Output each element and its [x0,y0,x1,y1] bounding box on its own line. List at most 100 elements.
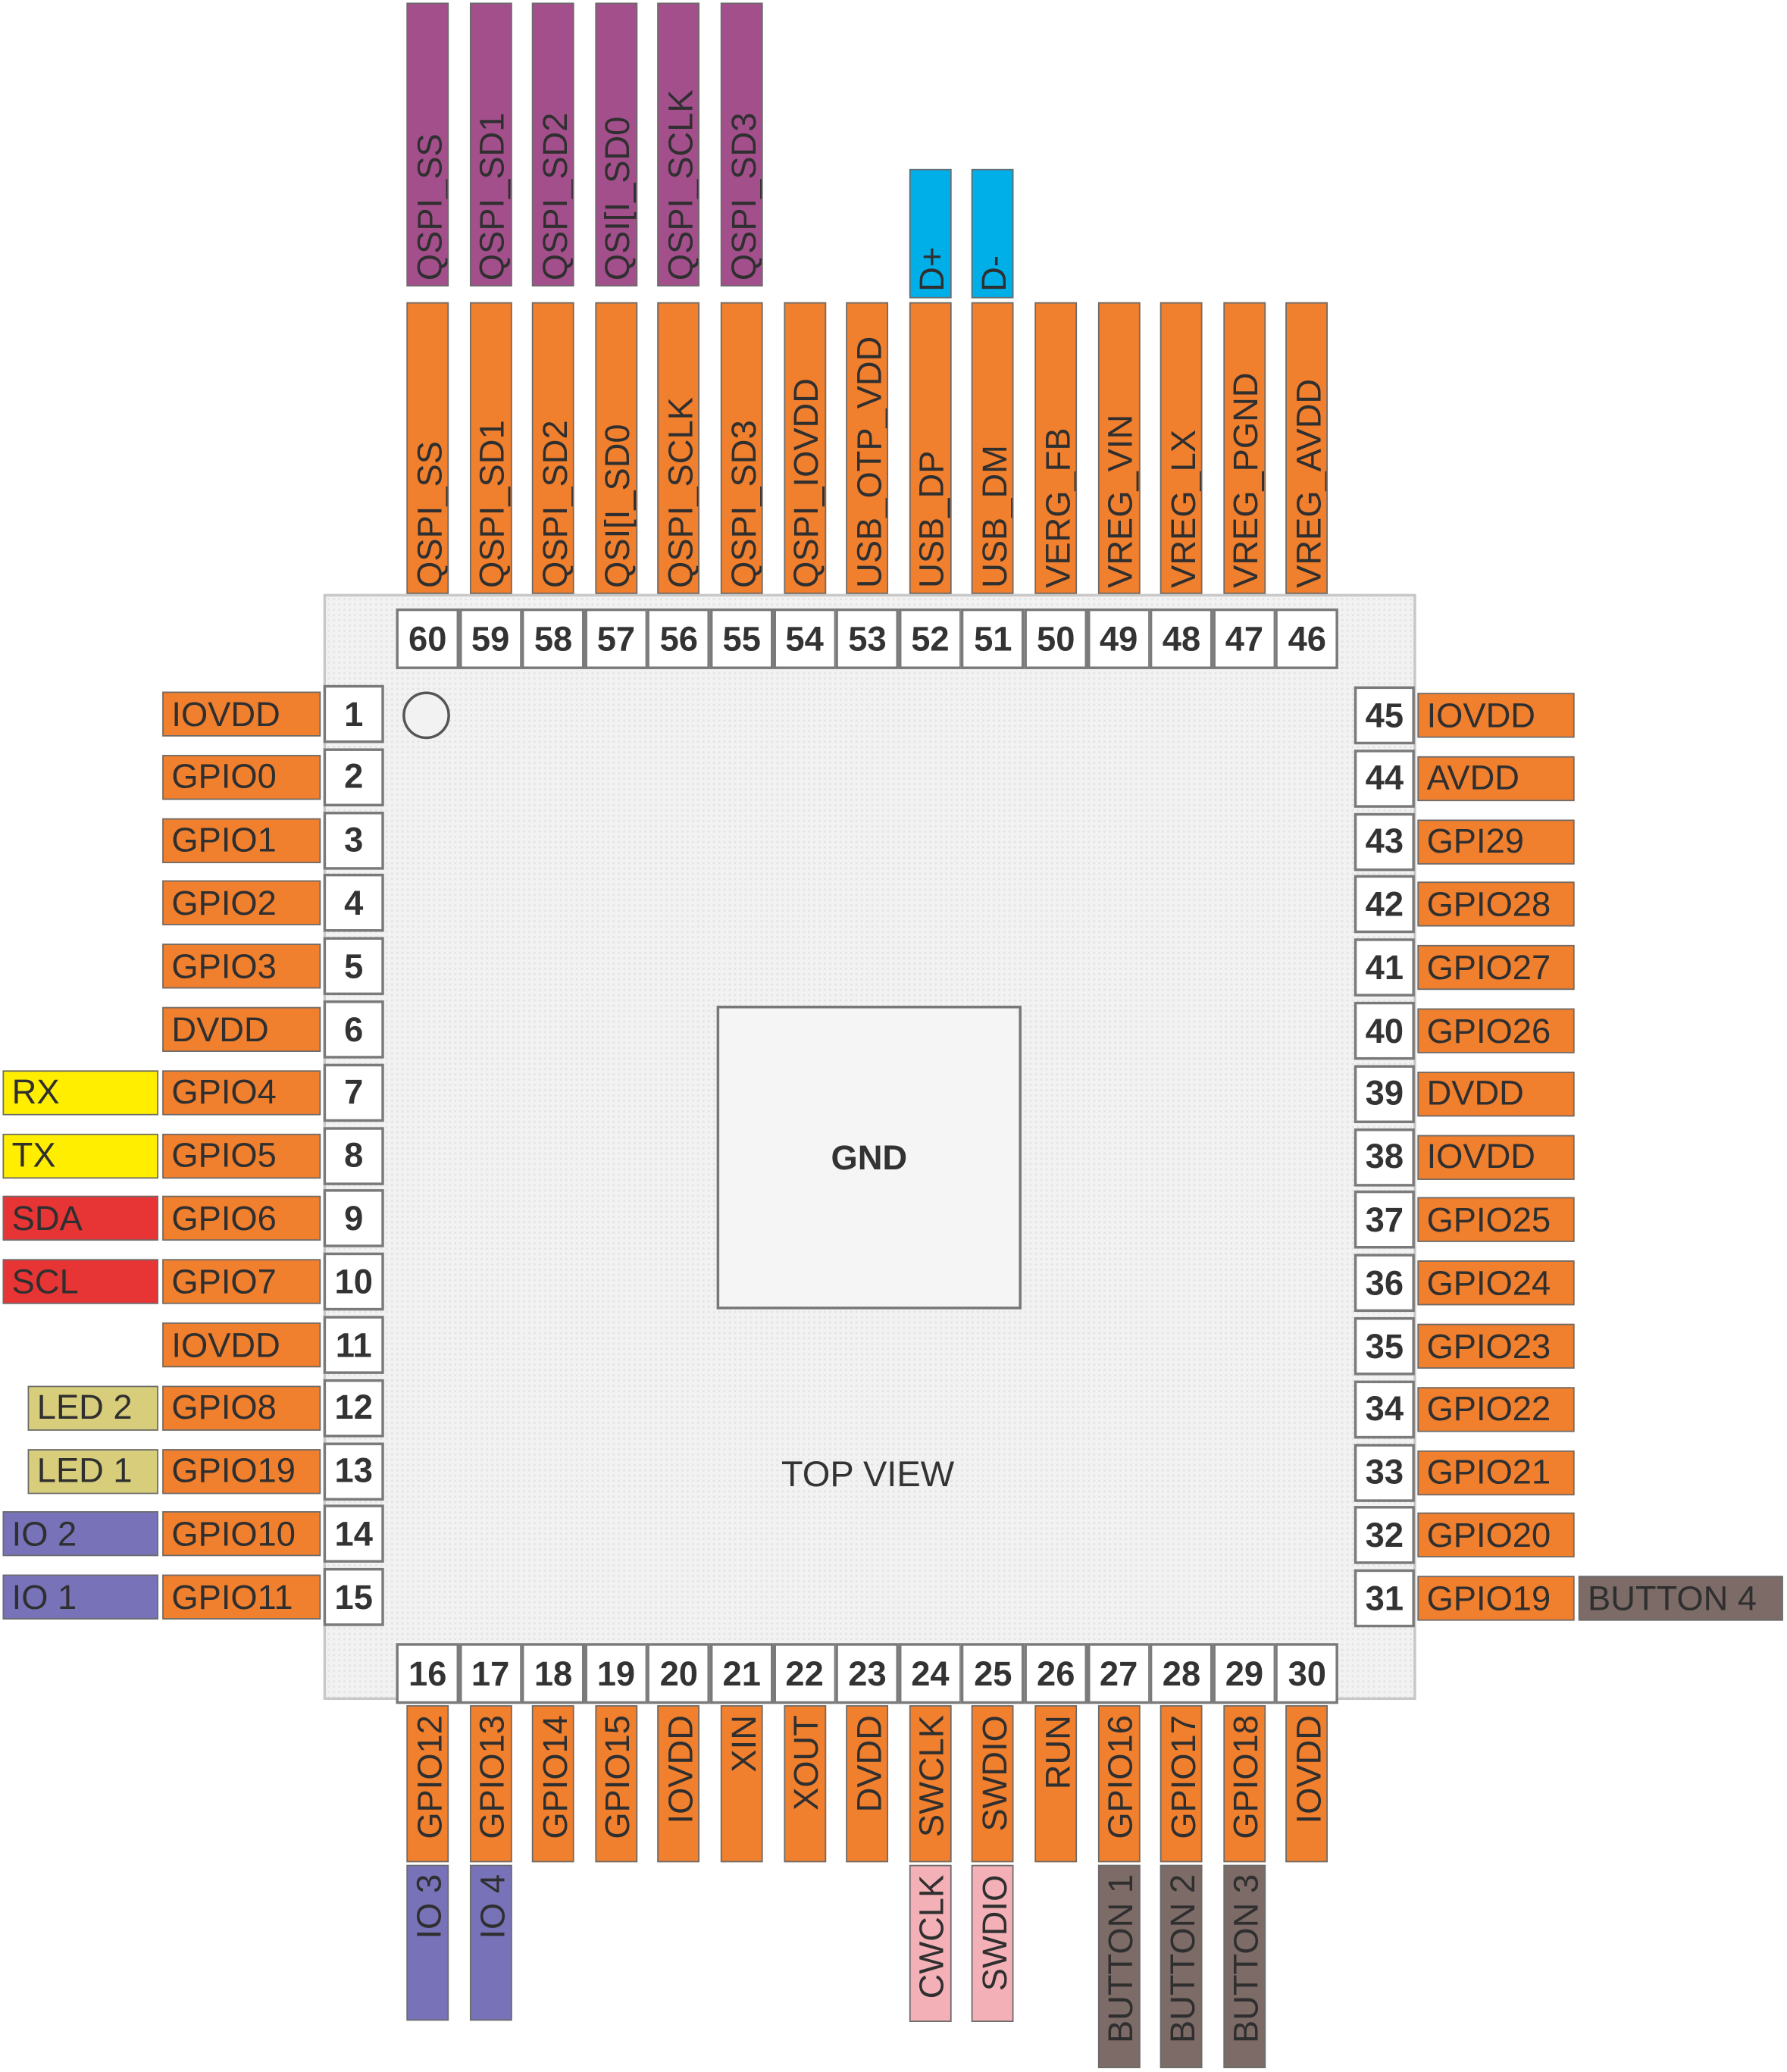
pin-label: GPIO12 [406,1705,449,1863]
pin-number: 54 [772,608,837,669]
pin-function-tag-text: QSPI_SS [408,133,449,280]
pin-number-text: 60 [408,618,447,659]
pin-label-text: GPIO28 [1426,884,1551,924]
pin-label-text: GPIO25 [1426,1199,1551,1240]
pin-function-tag: BUTTON 4 [1578,1576,1783,1621]
pin-function-tag: IO 2 [2,1511,158,1557]
pin-number-text: 15 [334,1576,373,1617]
pin-label-text: VREG_LX [1163,429,1203,587]
pin-function-tag-text: CWCLK [912,1873,952,1998]
pin-label-text: GPIO16 [1100,1714,1140,1839]
pin-label: QSI[I_SD0 [595,302,637,594]
pin-number-text: 55 [722,618,761,659]
pin-number: 1 [323,684,384,743]
pin-label: IOVDD [1417,1134,1575,1180]
pin-number-text: 29 [1225,1653,1264,1693]
pin-function-tag-text: QSPI_SD1 [471,111,512,280]
pin-number-text: 32 [1365,1515,1404,1555]
pin-label: GPIO16 [1097,1705,1140,1863]
pin-number: 53 [835,608,900,669]
pin-label-text: GPIO21 [1426,1451,1551,1492]
pin-label: VREG_LX [1160,302,1203,594]
pin-function-tag: RX [2,1070,158,1116]
pin-number: 28 [1150,1643,1213,1704]
pin-number: 17 [458,1643,522,1704]
pin-number-text: 26 [1037,1653,1075,1693]
pin-number: 16 [396,1643,460,1704]
pin-number: 59 [458,608,522,669]
pin-label-text: SWCLK [912,1714,952,1837]
pin-number: 27 [1087,1643,1150,1704]
pin-label: VREG_PGND [1223,302,1266,594]
pin-label: SWDIO [972,1705,1015,1863]
pin-label-text: QSPI_SS [408,440,449,587]
pin-label: IOVDD [1417,693,1575,738]
pin-label: GPIO14 [532,1705,574,1863]
pin-number-text: 2 [344,756,364,797]
pin-number: 25 [961,1643,1025,1704]
pin-number: 30 [1275,1643,1339,1704]
pin-label-text: GPIO1 [171,819,277,859]
pin-label-text: IOVDD [1426,694,1535,735]
pin-label-text: USB_DP [912,449,952,587]
pin-label-text: QSI[I_SD0 [597,423,637,587]
pin-number: 42 [1354,875,1415,934]
pin-label: GPIO19 [162,1448,321,1494]
pin-number: 19 [584,1643,648,1704]
pin-label: QSPI_SCLK [657,302,700,594]
pin-label-text: IOVDD [660,1714,700,1823]
pin-function-tag-text: IO 2 [11,1513,77,1554]
pin-label-text: IOVDD [171,693,280,734]
pin-label: RUN [1034,1705,1078,1863]
pin-number-text: 19 [596,1653,636,1693]
pin-label-text: RUN [1037,1714,1078,1789]
pin-label: GPIO4 [162,1070,321,1116]
pin-label: QSPI_SD3 [720,302,763,594]
pin-function-tag-text: QSPI_SCLK [660,89,700,280]
pin-label: QSPI_SD1 [469,302,512,594]
pin-function-tag: IO 4 [469,1864,512,2021]
pin-number: 24 [898,1643,962,1704]
pin-number-text: 41 [1365,947,1404,987]
pin-number: 20 [647,1643,711,1704]
pin-label-text: USB_DM [974,444,1015,587]
view-label: TOP VIEW [781,1454,955,1495]
pin-function-tag: SDA [2,1196,158,1241]
pin-function-tag-text: BUTTON 4 [1588,1578,1757,1618]
pin-label-text: GPIO4 [171,1072,277,1112]
pin-label: IOVDD [657,1705,700,1863]
pin-number: 11 [323,1316,384,1374]
pin-number-text: 59 [471,618,510,659]
pin-number: 18 [521,1643,585,1704]
pin-number-text: 16 [408,1653,447,1693]
pin-label-text: QSPI_SCLK [660,396,700,587]
pin-number: 60 [396,608,460,669]
pin-function-tag: QSPI_SS [406,2,449,286]
pin-label: GPIO23 [1417,1323,1575,1369]
pin-number: 50 [1024,608,1088,669]
pin-label: GPIO21 [1417,1450,1575,1495]
pin-label: GPIO28 [1417,882,1575,928]
pin-label-text: GPIO26 [1426,1010,1551,1050]
pin-number: 58 [521,608,585,669]
pin-function-tag-text: LED 2 [36,1387,133,1428]
pin-number: 21 [709,1643,774,1704]
pin-number-text: 10 [334,1261,373,1301]
pin-number: 38 [1354,1128,1415,1186]
pin-label-text: GPIO12 [408,1714,449,1839]
pin-number: 9 [323,1189,384,1248]
pin-function-tag-text: IO 4 [471,1873,512,1939]
pin-number-text: 42 [1365,884,1404,924]
pin-function-tag: CWCLK [909,1864,952,2022]
pin-label-text: GPI29 [1426,821,1524,861]
pin-function-tag-text: SWDIO [974,1873,1015,1991]
pin-number: 37 [1354,1191,1415,1250]
pin-label: DVDD [162,1006,321,1052]
pin-label-text: QSPI_SD2 [534,419,574,587]
pin-label-text: GPIO18 [1225,1714,1266,1839]
pin-label-text: GPIO19 [1426,1578,1551,1618]
pin-number: 31 [1354,1569,1415,1628]
pin-label: SWCLK [909,1705,952,1863]
pin-number: 26 [1024,1643,1088,1704]
pin-number: 4 [323,874,384,933]
